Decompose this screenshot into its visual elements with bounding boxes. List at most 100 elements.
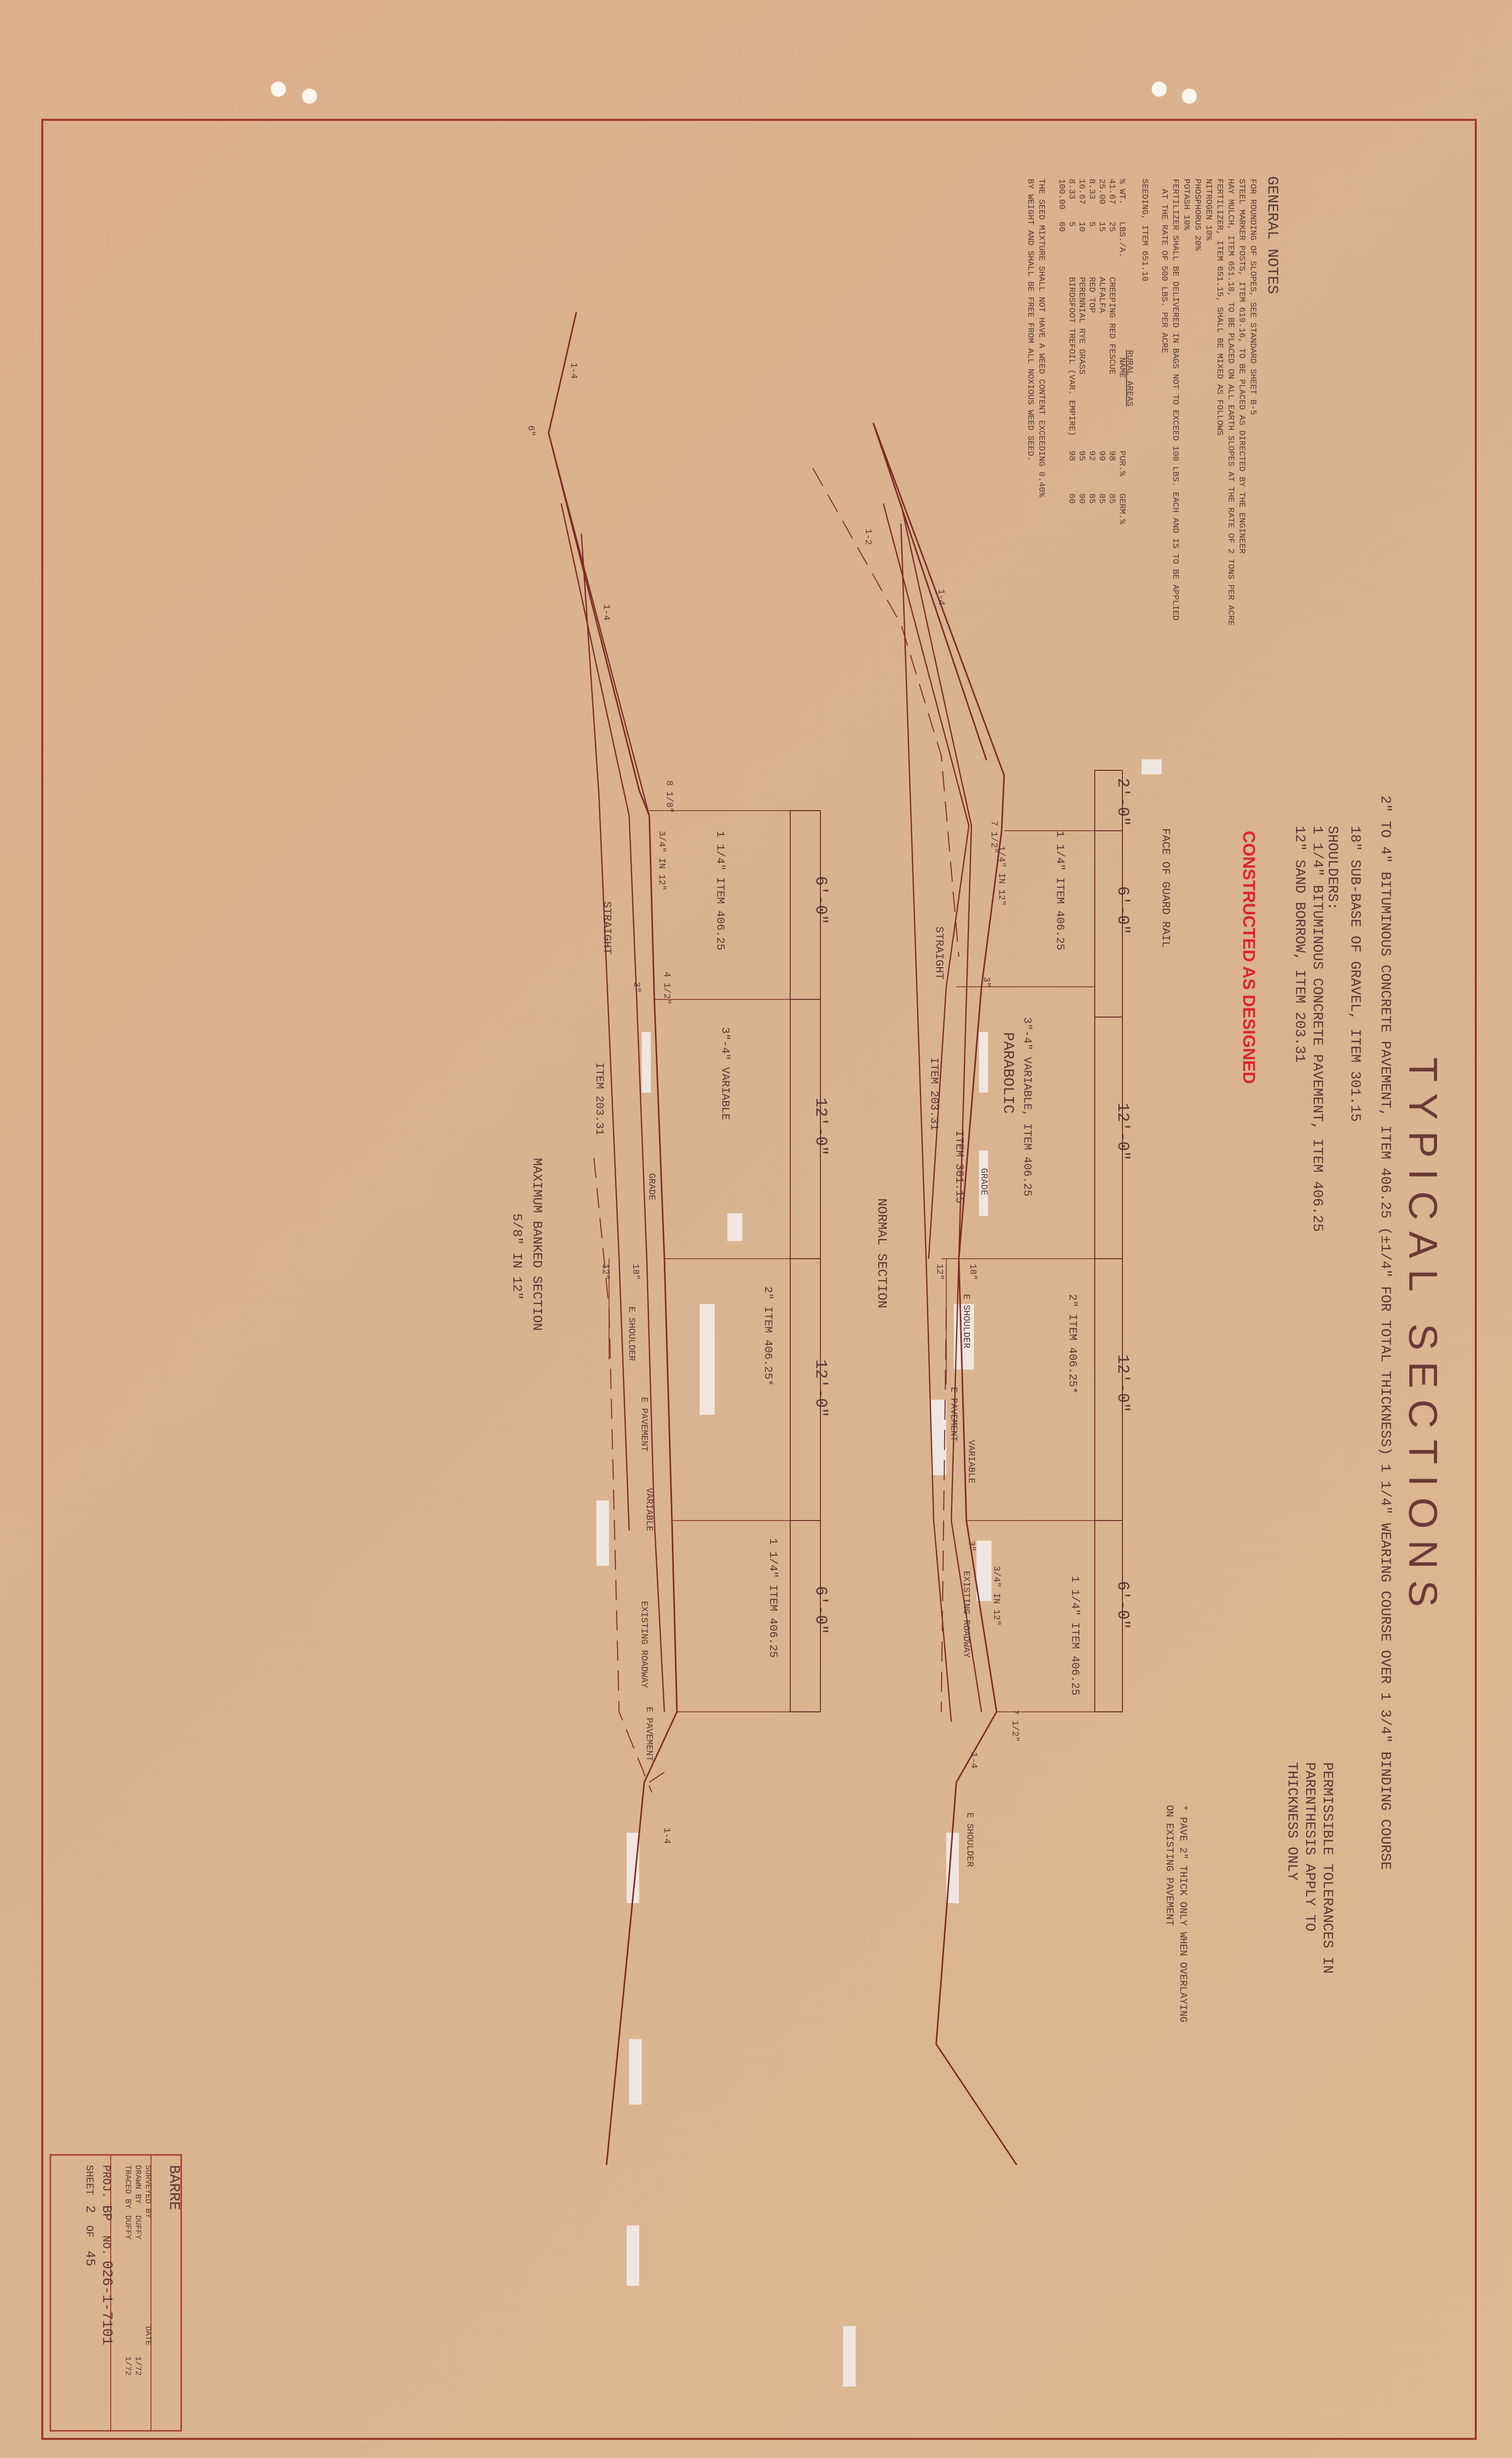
- date-drawn: 1/72: [133, 2356, 142, 2375]
- seed-table-cell: 98: [1107, 451, 1116, 461]
- tolerance-line: PARENTHESIS APPLY TO: [1302, 1762, 1317, 1931]
- note-line: NITROGEN 10%: [1203, 179, 1213, 241]
- thickness-label: 12": [934, 1264, 944, 1280]
- slope-label: 1-4: [936, 589, 946, 605]
- item-203-label: ITEM 203.31: [928, 1057, 940, 1130]
- banked-pave-center: 2" ITEM 406.25*: [762, 1286, 774, 1386]
- drawn-by: DRAWN BY: [133, 2165, 142, 2204]
- seed-table-cell: ALFALFA: [1097, 277, 1106, 313]
- banked-section: 6'-0" 12'-0" 12'-0" 6'-0" 1 1/4" ITEM 40…: [509, 312, 830, 2165]
- thickness-label: 7 1/2": [1010, 1709, 1020, 1742]
- project-code: BP: [99, 2205, 114, 2221]
- note-line: POTASH 10%: [1181, 179, 1191, 231]
- banked-variable-small: VARIABLE: [644, 1488, 654, 1531]
- thickness-label: 3": [966, 1541, 976, 1552]
- e-shoulder-label: E SHOULDER: [961, 1294, 971, 1348]
- seed-table-header: % WT. LBS./A. NAME PUR.% GERM.%: [1117, 179, 1126, 525]
- banked-thickness: 3": [631, 982, 641, 993]
- slope-label: 1-4: [968, 1752, 978, 1768]
- general-notes: GENERAL NOTES FOR ROUNDING OF SLOPES, SE…: [1025, 176, 1280, 626]
- item-301-label: ITEM 301.15: [953, 1130, 965, 1203]
- normal-dim: 6'-0": [1113, 886, 1132, 934]
- existing-roadway-label: EXISTING ROADWAY: [961, 1571, 971, 1658]
- seed-table-cell: 5: [1087, 222, 1096, 227]
- general-notes-heading: GENERAL NOTES: [1263, 176, 1280, 294]
- banked-slope: 1-4: [661, 1828, 671, 1844]
- banked-dim: 12'-0": [811, 1098, 830, 1155]
- banked-thickness: 18": [630, 1264, 640, 1280]
- normal-dim: 12'-0": [1113, 1103, 1132, 1161]
- seed-table-cell: 95: [1077, 451, 1086, 461]
- seed-table-cell: 99: [1097, 451, 1106, 461]
- thickness-label: 3": [981, 977, 991, 988]
- seed-table-cell: 8.33: [1087, 179, 1096, 199]
- project-number: 026-1-7101: [99, 2261, 114, 2345]
- correction-marks: [596, 759, 1162, 2387]
- seed-table-cell: 85: [1107, 493, 1116, 503]
- punch-hole: [302, 89, 317, 104]
- banked-dim: 6'-0": [811, 876, 830, 924]
- normal-dim: 12'-0": [1113, 1354, 1132, 1412]
- of-label: OF: [83, 2225, 95, 2237]
- banked-dim: 12'-0": [811, 1359, 830, 1417]
- seed-table-cell: 98: [1067, 451, 1076, 461]
- banked-slope: 3/4" IN 12": [656, 831, 666, 891]
- banked-e-pavement: E PAVEMENT: [639, 1397, 649, 1452]
- seeding-heading: SEEDING, ITEM 651.10: [1140, 179, 1149, 281]
- banked-slope: 1-4: [601, 604, 611, 620]
- punch-hole: [1182, 89, 1197, 104]
- variable-item: 3"-4" VARIABLE, ITEM 406.25: [1021, 1017, 1033, 1196]
- variable-small-label: VARIABLE: [966, 1440, 976, 1483]
- sheet-label: SHEET: [83, 2165, 95, 2195]
- banked-slope: 1-4: [568, 363, 578, 379]
- banked-section-subtitle: 5/8" IN 12": [509, 1213, 524, 1300]
- thickness-label: 18": [967, 1264, 977, 1280]
- footnote: * PAVE 2" THICK ONLY WHEN OVERLAYING ON …: [1163, 1805, 1188, 2022]
- date-traced: 1/72: [123, 2356, 132, 2375]
- banked-item-203: ITEM 203.31: [593, 1062, 606, 1135]
- slope-label: 1/4" IN 12": [996, 846, 1006, 906]
- drawn-name: DUFFY: [133, 2215, 142, 2239]
- seed-table-cell: 90: [1077, 493, 1086, 503]
- face-guard-rail-label: FACE OF GUARD RAIL: [1159, 828, 1172, 948]
- banked-thickness: 12": [600, 1264, 610, 1280]
- tolerance-line: THICKNESS ONLY: [1284, 1762, 1300, 1881]
- normal-section-title: NORMAL SECTION: [874, 1198, 889, 1308]
- seed-table-cell: 60: [1056, 222, 1066, 232]
- drawing-border: [41, 119, 1477, 2440]
- pavement-spec: 2" TO 4" BITUMINOUS CONCRETE PAVEMENT, I…: [1292, 796, 1393, 1870]
- seed-table-cell: 100.00: [1056, 179, 1066, 209]
- slope-label: 3/4" IN 12": [991, 1566, 1001, 1626]
- traced-name: DUFFY: [123, 2215, 132, 2239]
- tolerance-note: PERMISSIBLE TOLERANCES IN PARENTHESIS AP…: [1284, 1762, 1335, 1974]
- shoulder-left-item: 1 1/4" ITEM 406.25: [1053, 831, 1066, 951]
- sheet-title: TYPICAL SECTIONS: [1401, 1057, 1446, 1618]
- banked-thickness: 6": [525, 425, 536, 437]
- spec-line: 18" SUB-BASE OF GRAVEL, ITEM 301.15: [1347, 826, 1363, 1122]
- punch-hole: [271, 82, 286, 97]
- seed-table-cell: RED TOP: [1087, 277, 1096, 313]
- seed-table-cell: 60: [1067, 493, 1076, 503]
- note-line: PHOSPHORUS 20%: [1192, 179, 1202, 251]
- seed-closing-line: THE SEED MIXTURE SHALL NOT HAVE A WEED C…: [1036, 179, 1046, 497]
- thickness-label: 7 1/2": [989, 821, 999, 853]
- seed-table-cell: PERENNIAL RYE GRASS: [1077, 277, 1086, 375]
- seed-table-title: RURAL AREAS: [1124, 350, 1134, 406]
- seed-table-cell: 5: [1067, 222, 1076, 227]
- spec-line: 1 1/4" BITUMINOUS CONCRETE PAVEMENT, ITE…: [1309, 826, 1325, 1232]
- spec-line: 12" SAND BORROW, ITEM 203.31: [1292, 826, 1307, 1062]
- traced-by: TRACED BY: [123, 2165, 132, 2209]
- punch-hole: [1152, 82, 1167, 97]
- normal-dim: 6'-0": [1113, 1581, 1132, 1629]
- sheet-number: 2: [83, 2205, 98, 2213]
- center-pave-item: 2" ITEM 406.25*: [1066, 1294, 1079, 1394]
- seed-col-header: GERM.%: [1117, 493, 1126, 525]
- seed-col-header: % WT.: [1117, 179, 1126, 204]
- footnote-line: * PAVE 2" THICK ONLY WHEN OVERLAYING: [1177, 1805, 1188, 2022]
- slope-label: 1-2: [863, 529, 873, 545]
- banked-item-right: 1 1/4" ITEM 406.25: [767, 1538, 779, 1658]
- seed-table-cell: 16.67: [1077, 179, 1086, 204]
- seed-col-header: PUR.%: [1117, 451, 1126, 477]
- seed-closing-line: BY WEIGHT AND SHALL BE FREE FROM ALL NOX…: [1025, 179, 1035, 461]
